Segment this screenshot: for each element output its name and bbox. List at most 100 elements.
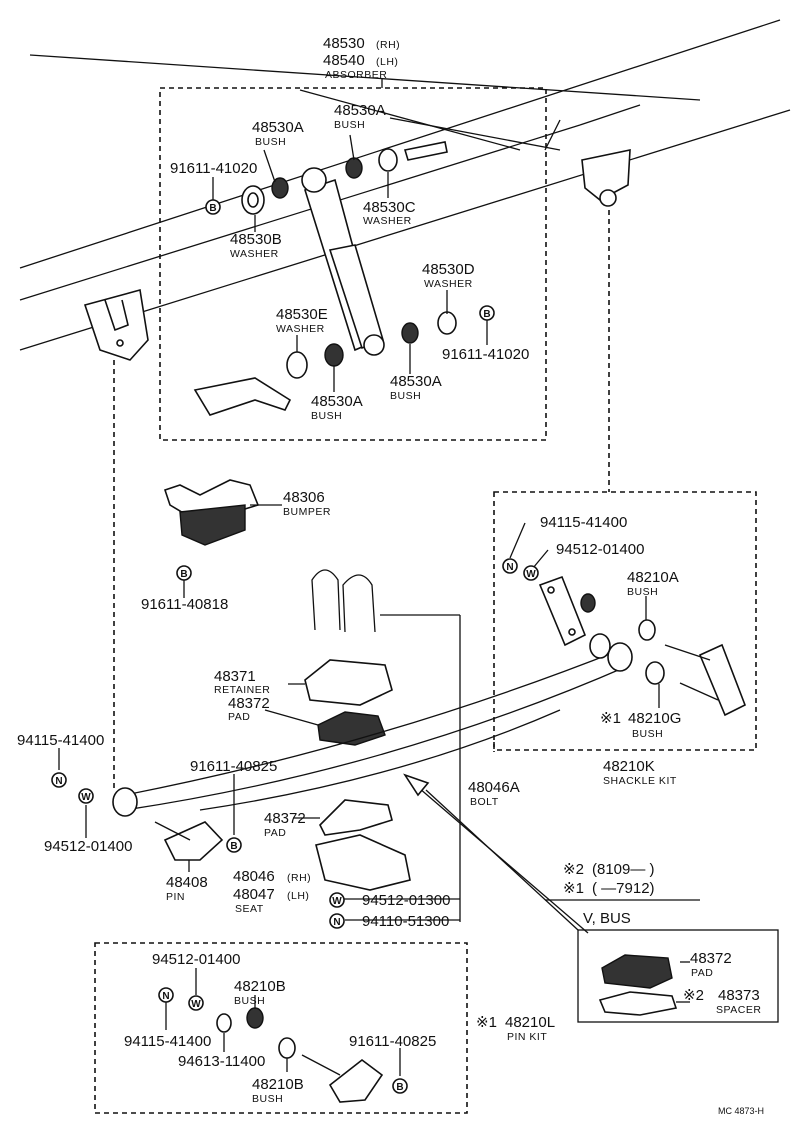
pad-upper-pn: 48372	[228, 695, 270, 712]
absorber-name: ABSORBER	[325, 69, 387, 81]
bush-48530a-lower-right	[401, 322, 419, 344]
bush-48210b-bottom	[278, 1037, 296, 1059]
pin-48408	[154, 821, 224, 861]
svg-text:B: B	[230, 841, 237, 852]
front-washer-pn: 94512-01400	[44, 838, 132, 855]
absorber-lower-bracket	[193, 377, 292, 416]
pinkit-washer-pn: 94512-01400	[152, 951, 240, 968]
vbus-spacer-name: SPACER	[716, 1004, 761, 1016]
bush-a-top-pn: 48530A	[334, 102, 386, 119]
pinkit-nut-pn: 94115-41400	[124, 1033, 211, 1050]
bush-a-left-name: BUSH	[255, 136, 286, 148]
pinkit-pn: 48210L	[505, 1014, 555, 1031]
shackle-kit-pn: 48210K	[603, 758, 655, 775]
shackle-bolt-plate	[664, 643, 747, 717]
svg-text:W: W	[526, 569, 536, 580]
vbus-pad-name: PAD	[691, 967, 713, 979]
shackle-washer-mark: W	[523, 565, 539, 581]
seat-nut-pn: 94110-51300	[362, 913, 449, 930]
leader-lines	[58, 134, 700, 1076]
svg-text:W: W	[81, 792, 91, 803]
absorber-group-box	[159, 87, 547, 441]
legend-text-2: (8109— )	[592, 861, 655, 878]
svg-text:B: B	[209, 203, 216, 214]
vbus-spacer-pn: 48373	[718, 987, 760, 1004]
seat-washer-pn: 94512-01300	[362, 892, 450, 909]
svg-text:N: N	[333, 917, 340, 928]
pinkit-name: PIN KIT	[507, 1031, 547, 1043]
ubolt-name: BOLT	[470, 796, 499, 808]
washer-c-pn: 48530C	[363, 199, 416, 216]
pad-lower-pn: 48372	[264, 810, 306, 827]
washer-48530c	[378, 148, 398, 172]
front-nut-mark: N	[51, 772, 67, 788]
bumper-bolt-pn: 91611-40818	[141, 596, 228, 613]
leaf-spring	[112, 642, 633, 817]
pinkit-bush-top-pn: 48210B	[234, 978, 286, 995]
pinkit-washer-mark: W	[188, 995, 204, 1011]
absorber-stud	[403, 141, 448, 161]
legend-mark-2: ※2	[563, 861, 584, 878]
bolt-left-mark: B	[205, 199, 221, 215]
washer-b-pn: 48530B	[230, 231, 282, 248]
shackle-bush-g-pn: 48210G	[628, 710, 681, 727]
seat-nut-mark: N	[329, 913, 345, 929]
bush-48210b-top	[246, 1007, 264, 1029]
bush-a-left-pn: 48530A	[252, 119, 304, 136]
vbus-pad-48372	[601, 954, 673, 989]
washer-48530d	[437, 311, 457, 335]
absorber-tag-lh: (LH)	[376, 56, 398, 68]
svg-text:N: N	[506, 562, 513, 573]
pinkit-bush-bottom-name: BUSH	[252, 1093, 283, 1105]
pad-upper-name: PAD	[228, 711, 250, 723]
front-bolt-mark: B	[226, 837, 242, 853]
bush-48210a	[638, 619, 656, 641]
seat-name: SEAT	[235, 903, 264, 915]
pinkit-bush-bottom-pn: 48210B	[252, 1076, 304, 1093]
absorber-pn-lh: 48540	[323, 52, 365, 69]
spacer-48373	[598, 991, 678, 1016]
bolt-right-mark: B	[479, 305, 495, 321]
washer-48530e	[286, 351, 308, 379]
svg-text:B: B	[180, 569, 187, 580]
retainer-pn: 48371	[214, 668, 256, 685]
svg-text:N: N	[55, 776, 62, 787]
v-bus-box	[577, 929, 779, 1023]
absorber-pn-rh: 48530	[323, 35, 365, 52]
footer-code: MC 4873-H	[718, 1106, 764, 1116]
pin-name: PIN	[166, 891, 185, 903]
svg-text:N: N	[162, 991, 169, 1002]
shackle-bush-48210a	[589, 633, 611, 659]
legend-text-1: ( —7912)	[592, 880, 655, 897]
front-bolt-pn: 91611-40825	[190, 758, 277, 775]
bush-48530a-lower-left	[324, 343, 344, 367]
vbus-pad-pn: 48372	[690, 950, 732, 967]
bush-a-bottom-right-pn: 48530A	[390, 373, 442, 390]
svg-text:W: W	[191, 999, 201, 1010]
shackle-nut-mark: N	[502, 558, 518, 574]
shackle-plate	[538, 575, 587, 647]
vbus-spacer-note: ※2	[683, 987, 704, 1004]
seat-washer-mark: W	[329, 892, 345, 908]
bush-48210g	[645, 661, 665, 685]
svg-text:W: W	[332, 896, 342, 907]
pin-kit-box	[94, 942, 468, 1114]
pin-kit-plate	[301, 1054, 384, 1103]
shock-absorber	[301, 167, 385, 356]
bush-a-bottom-right-name: BUSH	[390, 390, 421, 402]
pad-lower-name: PAD	[264, 827, 286, 839]
washer-d-pn: 48530D	[422, 261, 475, 278]
seat-pn-rh: 48046	[233, 868, 275, 885]
shackle-bush-g-note: ※1	[600, 710, 621, 727]
seat-pn-lh: 48047	[233, 886, 275, 903]
bush-a-bottom-left-name: BUSH	[311, 410, 342, 422]
bumper-name: BUMPER	[283, 506, 331, 518]
retainer-48371	[304, 659, 393, 706]
shackle-bush-g-name: BUSH	[632, 728, 663, 740]
front-hanger-bracket	[581, 149, 631, 207]
pinkit-note: ※1	[476, 1014, 497, 1031]
washer-c-name: WASHER	[363, 215, 412, 227]
svg-text:B: B	[483, 309, 490, 320]
